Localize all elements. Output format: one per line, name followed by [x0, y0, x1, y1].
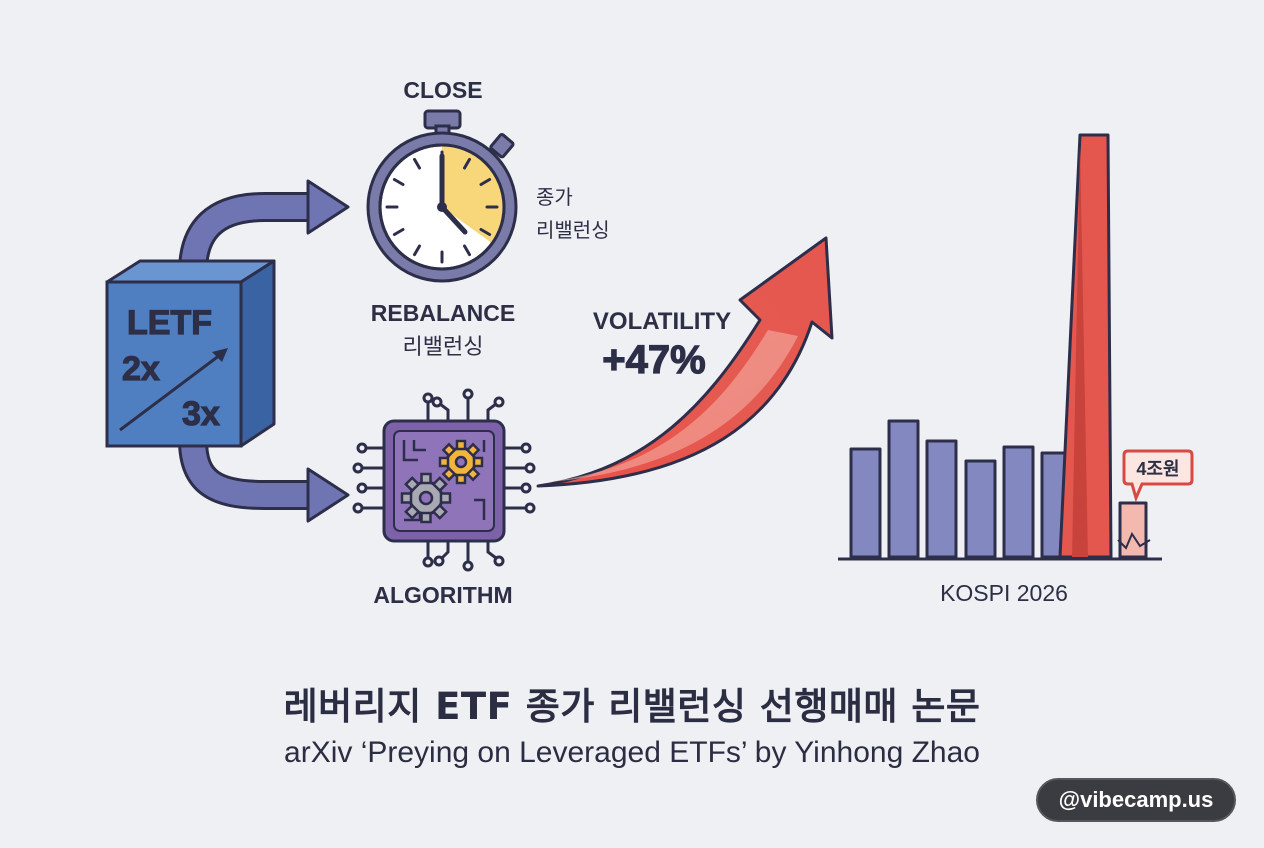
bar: [925, 439, 958, 559]
subtitle: arXiv ‘Preying on Leveraged ETFs’ by Yin…: [284, 736, 980, 769]
stopwatch-icon: [366, 109, 518, 283]
lower-curved-arrow: [178, 439, 350, 523]
close-label: CLOSE: [403, 77, 482, 103]
letf-box: LETF 2x 3x: [105, 259, 276, 448]
callout-text: 4조원: [1136, 459, 1179, 479]
kospi-bar-chart: [849, 133, 1151, 559]
main-title: 레버리지 ETF 종가 리밸런싱 선행매매 논문: [283, 685, 981, 728]
bar-zigzag-line: [1117, 531, 1151, 550]
bar-highlight: [1058, 133, 1113, 559]
bar-highlight-shade: [1072, 145, 1088, 557]
volatility-label: VOLATILITY: [593, 308, 731, 335]
close-korean-label-line1: 종가: [536, 186, 573, 209]
rebalance-label: REBALANCE: [371, 300, 515, 326]
leverage-3x-label: 3x: [182, 395, 220, 433]
leverage-2x-label: 2x: [122, 350, 160, 388]
volatility-change-value: +47%: [602, 338, 705, 382]
bar: [964, 459, 997, 559]
letf-label: LETF: [127, 304, 212, 342]
algorithm-label: ALGORITHM: [373, 582, 512, 608]
upper-curved-arrow: [178, 179, 350, 273]
algorithm-chip-icon: [352, 388, 536, 572]
bar: [849, 447, 882, 559]
bar: [1002, 445, 1035, 559]
volatility-arrow: [536, 236, 834, 488]
vibecamp-badge[interactable]: @vibecamp.us: [1036, 778, 1236, 822]
bar: [887, 419, 920, 559]
rebalance-korean-label: 리밸런싱: [403, 334, 484, 359]
bar-small-red: [1118, 501, 1148, 559]
kospi-label: KOSPI 2026: [940, 580, 1068, 606]
callout-bubble: 4조원: [1122, 449, 1194, 503]
close-korean-label-line2: 리밸런싱: [536, 219, 610, 242]
